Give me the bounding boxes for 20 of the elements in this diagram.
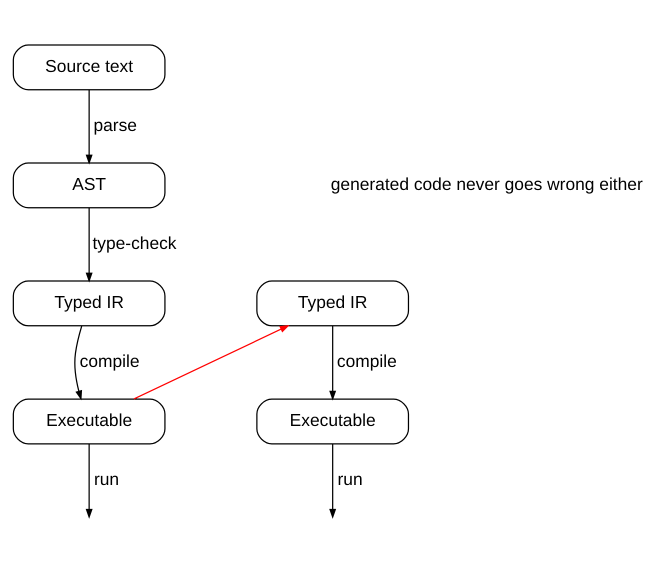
edge-label: run [338, 469, 363, 490]
edge-label: compile [336, 351, 397, 372]
arrow [329, 326, 336, 401]
arrow [74, 326, 82, 400]
label: generated code never goes wrong either [330, 174, 643, 194]
edge-label: run [94, 469, 120, 490]
arrow [86, 208, 93, 283]
edge-label: compile [80, 351, 140, 372]
arrow [86, 90, 93, 165]
node-box: Source text [12, 44, 166, 90]
arrow [86, 444, 93, 519]
node-box: Typed IR [12, 280, 166, 326]
arrow [134, 325, 290, 400]
node-box: AST [12, 162, 166, 208]
edge-label: parse [93, 114, 137, 135]
node-box: Typed IR [256, 280, 410, 326]
arrow [329, 444, 336, 519]
node-box: Executable [256, 398, 410, 444]
edge-label: type-check [92, 232, 177, 253]
node-box: Executable [12, 398, 166, 444]
